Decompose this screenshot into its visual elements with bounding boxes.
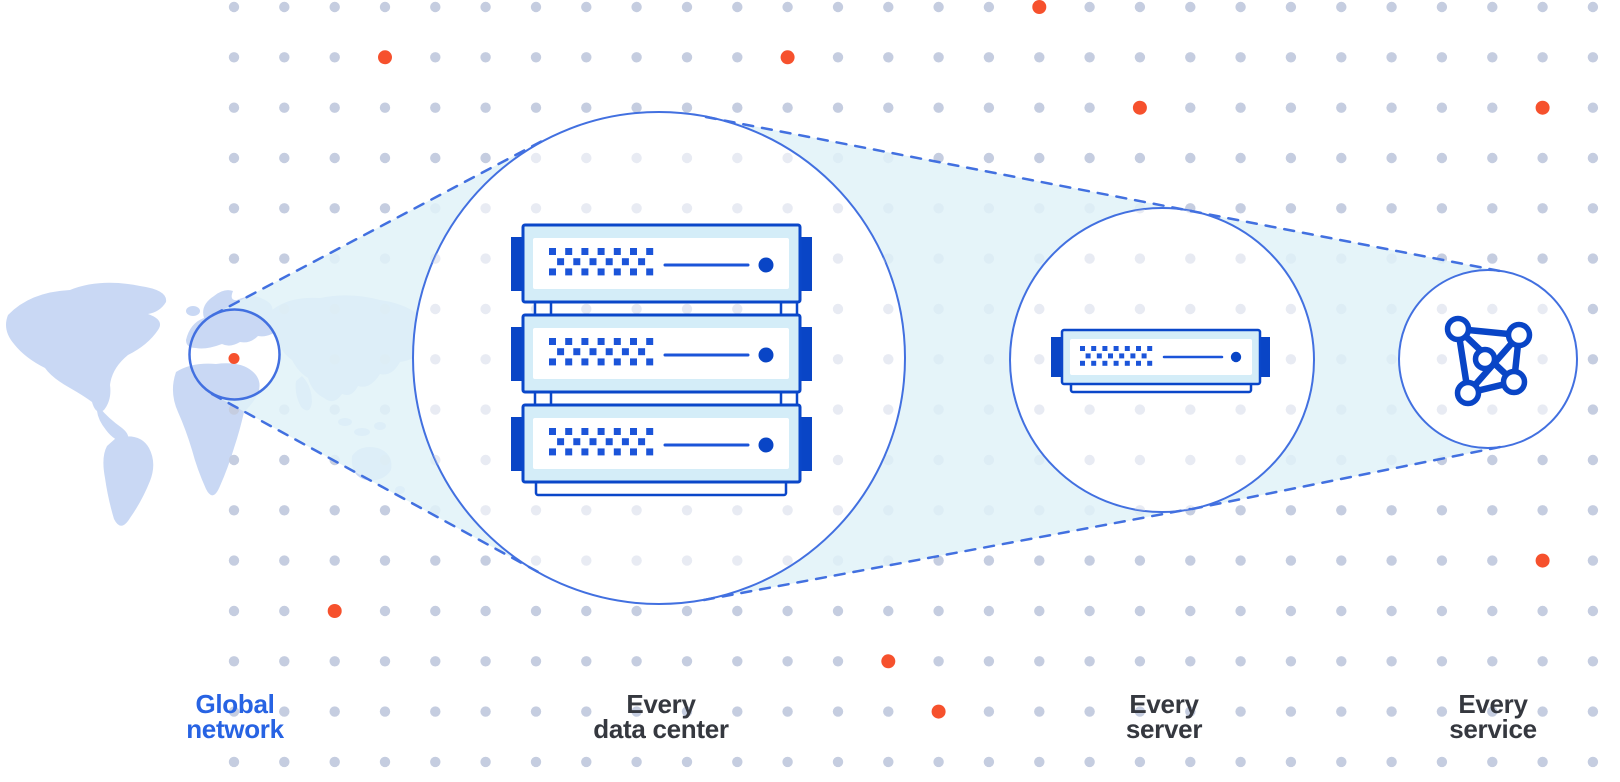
- server-front-panel: [533, 328, 789, 379]
- dashed-line-bottom-1: [210, 392, 542, 575]
- label-line: Every: [1458, 689, 1528, 719]
- single-server: [1051, 328, 1270, 394]
- label-every-service: Every service: [1449, 689, 1537, 744]
- server-power-dot: [758, 437, 774, 453]
- label-global-network: Global network: [186, 689, 284, 744]
- label-line: Global: [195, 689, 275, 719]
- server-front-panel: [533, 418, 789, 469]
- server-led-pattern: [549, 338, 654, 366]
- label-line: Every: [1129, 689, 1199, 719]
- server-unit: [511, 313, 812, 394]
- continent-central-america: [97, 408, 129, 443]
- label-line: Every: [626, 689, 696, 719]
- mesh-node: [1444, 315, 1472, 343]
- server-power-dot: [1230, 351, 1242, 363]
- server-led-pattern: [549, 428, 654, 456]
- server-side-tab: [1051, 337, 1063, 377]
- dashed-connectors: [210, 115, 1507, 602]
- label-line: data center: [593, 714, 729, 744]
- dashed-line-top-3: [1189, 209, 1507, 274]
- label-every-server: Every server: [1125, 689, 1203, 744]
- server-rack: [511, 223, 812, 497]
- server-unit: [511, 403, 812, 484]
- continent-north-america: [6, 282, 167, 412]
- server-front-panel: [533, 238, 789, 289]
- dashed-line-top-2: [704, 115, 1193, 213]
- dashed-line-bottom-3: [1190, 444, 1507, 511]
- mesh-network-icon: [1444, 315, 1533, 407]
- location-marker-dot: [228, 353, 240, 364]
- continent-africa: [172, 363, 260, 496]
- dashed-line-top-1: [211, 138, 546, 317]
- dashed-line-bottom-2: [702, 507, 1192, 602]
- continent-south-america: [103, 436, 154, 526]
- label-line: server: [1125, 714, 1203, 744]
- mesh-node: [1500, 368, 1528, 396]
- server-led-pattern: [549, 248, 654, 276]
- map-highlight-circle: [188, 308, 281, 401]
- label-line: network: [186, 714, 284, 744]
- server-power-dot: [758, 347, 774, 363]
- island-uk: [186, 306, 200, 316]
- label-line: service: [1449, 714, 1537, 744]
- server-power-dot: [758, 257, 774, 273]
- server-unit: [511, 223, 812, 304]
- mesh-node: [1505, 321, 1533, 349]
- label-every-data-center: Every data center: [593, 689, 729, 744]
- mesh-node-center: [1472, 346, 1498, 372]
- mesh-node: [1454, 379, 1482, 407]
- server-led-pattern: [1080, 346, 1153, 366]
